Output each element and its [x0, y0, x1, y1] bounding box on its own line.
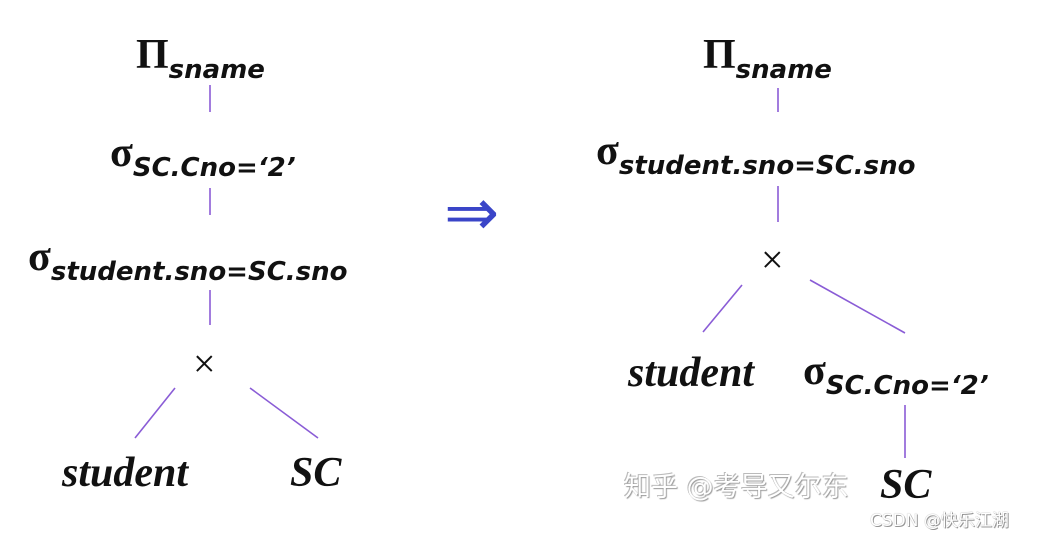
left-product: × — [193, 341, 216, 386]
left-projection: Πsname — [136, 32, 265, 83]
projection-attr: sname — [735, 55, 832, 85]
csdn-watermark: CSDN @快乐江湖 — [870, 511, 1009, 531]
right-leaf-student: student — [628, 350, 755, 396]
select-condition: student.sno=SC.sno — [618, 151, 916, 181]
right-edge-product-student — [702, 284, 743, 333]
left-leaf-sc: SC — [290, 450, 342, 496]
sigma-symbol: σ — [110, 130, 133, 176]
projection-symbol: Π — [703, 32, 736, 78]
right-edge-product-sel — [809, 279, 906, 334]
right-leaf-sc: SC — [880, 462, 932, 508]
right-select-cno: σSC.Cno=‘2’ — [803, 348, 989, 399]
right-projection: Πsname — [703, 32, 832, 83]
select-condition: student.sno=SC.sno — [50, 257, 348, 287]
left-edge-product-sc — [249, 387, 319, 439]
projection-symbol: Π — [136, 32, 169, 78]
left-leaf-student: student — [62, 450, 189, 496]
right-product: × — [761, 237, 784, 282]
left-edge-product-student — [134, 387, 176, 439]
select-condition: SC.Cno=‘2’ — [132, 153, 296, 183]
sigma-symbol: σ — [28, 234, 51, 280]
transform-arrow-icon: ⇒ — [444, 174, 500, 251]
zhihu-watermark: 知乎 @考导又尔东 — [624, 472, 849, 503]
sigma-symbol: σ — [803, 348, 826, 394]
right-select-join: σstudent.sno=SC.sno — [596, 128, 916, 179]
projection-attr: sname — [168, 55, 265, 85]
left-select-join: σstudent.sno=SC.sno — [28, 234, 348, 285]
sigma-symbol: σ — [596, 128, 619, 174]
left-select-cno: σSC.Cno=‘2’ — [110, 130, 296, 181]
select-condition: SC.Cno=‘2’ — [825, 371, 989, 401]
